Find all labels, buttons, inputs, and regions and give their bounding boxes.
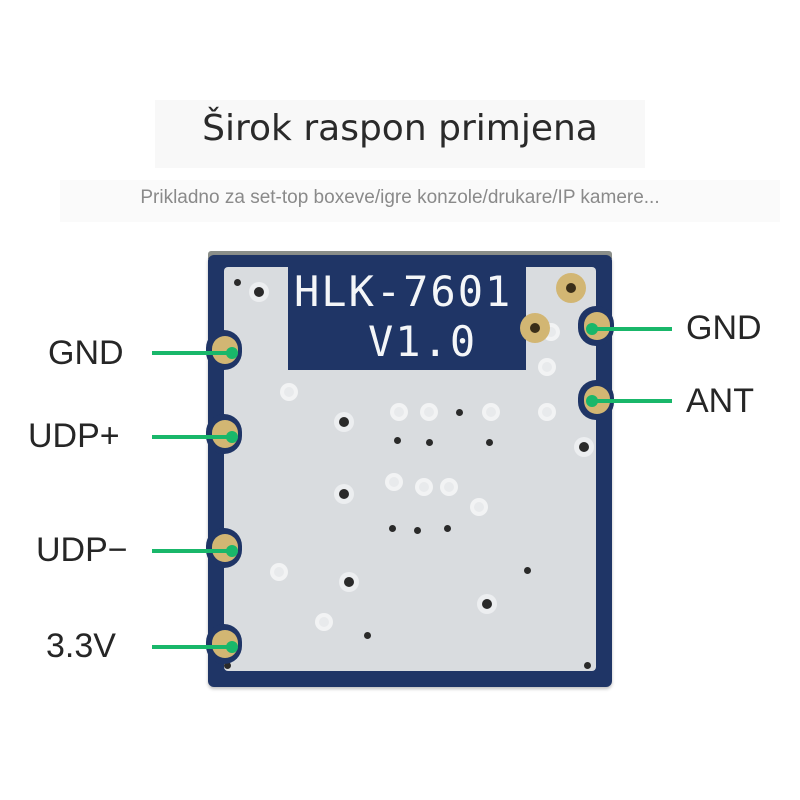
via bbox=[486, 407, 496, 417]
pin-dot bbox=[226, 431, 238, 443]
lead-line-udp-plus bbox=[152, 435, 232, 439]
via bbox=[389, 525, 396, 532]
via bbox=[474, 502, 484, 512]
page-title: Širok raspon primjena bbox=[202, 108, 598, 149]
via bbox=[339, 489, 349, 499]
lead-line-ant bbox=[592, 399, 672, 403]
lead-line-gnd-right bbox=[592, 327, 672, 331]
via bbox=[584, 662, 591, 669]
via bbox=[524, 567, 531, 574]
pin-label-gnd-left: GND bbox=[48, 334, 124, 372]
via bbox=[546, 327, 556, 337]
via bbox=[389, 477, 399, 487]
pad-right-ant bbox=[578, 380, 614, 420]
via bbox=[542, 362, 552, 372]
via bbox=[234, 279, 241, 286]
lead-line-gnd-left bbox=[152, 351, 232, 355]
pin-label-3v3: 3.3V bbox=[46, 627, 116, 665]
via bbox=[419, 482, 429, 492]
test-pad bbox=[556, 273, 586, 303]
via bbox=[579, 442, 589, 452]
pin-dot bbox=[586, 395, 598, 407]
via bbox=[542, 407, 552, 417]
via bbox=[456, 409, 463, 416]
via bbox=[426, 439, 433, 446]
page-subtitle: Prikladno za set-top boxeve/igre konzole… bbox=[140, 187, 660, 208]
silkscreen-version: V1.0 bbox=[368, 317, 478, 366]
pin-dot bbox=[226, 545, 238, 557]
lead-line-udp-minus bbox=[152, 549, 232, 553]
via bbox=[274, 567, 284, 577]
via bbox=[444, 525, 451, 532]
test-pad bbox=[520, 313, 550, 343]
via bbox=[284, 387, 294, 397]
via bbox=[414, 527, 421, 534]
pin-dot bbox=[226, 347, 238, 359]
via bbox=[482, 599, 492, 609]
pin-label-udp-plus: UDP+ bbox=[28, 417, 120, 455]
pin-label-udp-minus: UDP− bbox=[36, 531, 128, 569]
pin-label-gnd-right: GND bbox=[686, 309, 762, 347]
title-background bbox=[155, 100, 645, 168]
pin-dot bbox=[226, 641, 238, 653]
via bbox=[254, 287, 264, 297]
via bbox=[486, 439, 493, 446]
silkscreen-model: HLK-7601 bbox=[294, 267, 513, 316]
lead-line-3v3 bbox=[152, 645, 232, 649]
subtitle-background bbox=[60, 180, 780, 222]
silkscreen-label-area bbox=[288, 255, 526, 370]
via bbox=[424, 407, 434, 417]
via bbox=[224, 662, 231, 669]
via bbox=[339, 417, 349, 427]
via bbox=[319, 617, 329, 627]
via bbox=[344, 577, 354, 587]
via bbox=[444, 482, 454, 492]
via bbox=[394, 407, 404, 417]
pin-dot bbox=[586, 323, 598, 335]
pin-label-ant: ANT bbox=[686, 382, 754, 420]
wifi-module-pcb: HLK-7601 V1.0 bbox=[208, 255, 612, 687]
via bbox=[394, 437, 401, 444]
via bbox=[364, 632, 371, 639]
